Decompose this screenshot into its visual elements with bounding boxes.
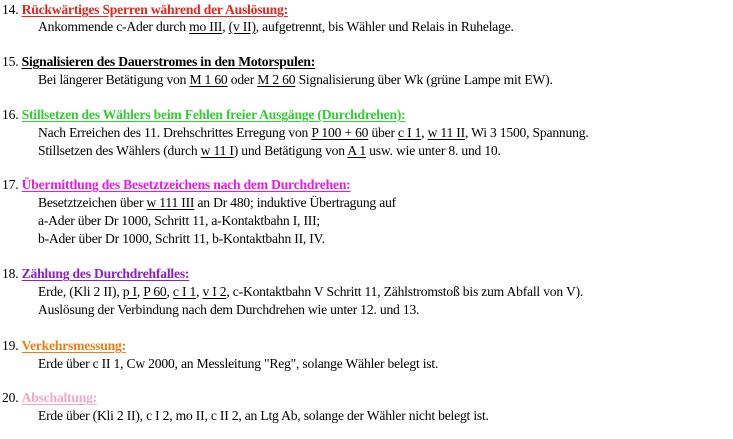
section-number: 19. xyxy=(2,338,19,353)
section-title: Übermittlung des Besetztzeichens nach de… xyxy=(21,177,351,192)
underlined-reference: M 1 60 xyxy=(189,72,228,87)
section-body-line: Besetztzeichen über w 111 III an Dr 480;… xyxy=(38,195,396,211)
underlined-reference: M 2 60 xyxy=(257,72,296,87)
underlined-reference: w 11 II xyxy=(427,125,466,140)
text-run: , xyxy=(421,125,428,140)
section-number: 15. xyxy=(2,54,19,69)
underlined-reference: mo III xyxy=(189,19,223,34)
text-run: Erde über c II 1, Cw 2000, an Messleitun… xyxy=(38,356,439,371)
text-run: über xyxy=(368,125,399,140)
text-run: , c-Kontaktbahn V Schritt 11, Zählstroms… xyxy=(226,284,584,299)
section-heading: 19. Verkehrsmessung: xyxy=(2,338,126,354)
section-heading: 14. Rückwärtiges Sperren während der Aus… xyxy=(2,2,288,18)
text-run: b-Ader über Dr 1000, Schritt 11, b-Konta… xyxy=(38,231,325,246)
text-run: Erde über (Kli 2 II), c I 2, mo II, c II… xyxy=(38,408,489,423)
section-body-line: Erde, (Kli 2 II), p I, P 60, c I 1, v I … xyxy=(38,284,583,300)
text-run: usw. wie unter 8. und 10. xyxy=(365,143,501,158)
section-title: Zählung des Durchdrehfalles: xyxy=(21,266,190,281)
section-title: Abschaltung: xyxy=(21,390,98,405)
section-heading: 20. Abschaltung: xyxy=(2,390,97,406)
underlined-reference: P 60 xyxy=(143,284,167,299)
underlined-reference: w 11 I xyxy=(200,143,234,158)
text-run: Signalisierung über Wk (grüne Lampe mit … xyxy=(295,72,553,87)
text-run: , aufgetrennt, bis Wähler und Relais in … xyxy=(255,19,514,34)
text-run: Erde, (Kli 2 II), xyxy=(38,284,123,299)
underlined-reference: (v II) xyxy=(228,19,256,34)
text-run: Ankommende c-Ader durch xyxy=(38,19,190,34)
text-run: , xyxy=(166,284,173,299)
underlined-reference: p I xyxy=(122,284,137,299)
text-run: , xyxy=(222,19,229,34)
text-run: Bei längerer Betätigung von xyxy=(38,72,190,87)
section-body-line: Auslösung der Verbindung nach dem Durchd… xyxy=(38,302,419,318)
section-title: Verkehrsmessung: xyxy=(21,338,126,353)
section-title: Signalisieren des Dauerstromes in den Mo… xyxy=(21,54,316,69)
section-number: 17. xyxy=(2,177,19,192)
text-run: Auslösung der Verbindung nach dem Durchd… xyxy=(38,302,420,317)
text-run: an Dr 480; induktive Übertragung auf xyxy=(194,195,396,210)
section-heading: 15. Signalisieren des Dauerstromes in de… xyxy=(2,54,315,70)
underlined-reference: c I 1 xyxy=(398,125,422,140)
section-body-line: b-Ader über Dr 1000, Schritt 11, b-Konta… xyxy=(38,231,325,247)
text-run: Besetztzeichen über xyxy=(38,195,147,210)
underlined-reference: v I 2 xyxy=(202,284,227,299)
section-number: 20. xyxy=(2,390,19,405)
section-title: Stillsetzen des Wählers beim Fehlen frei… xyxy=(21,107,406,122)
underlined-reference: A 1 xyxy=(347,143,366,158)
underlined-reference: w 111 III xyxy=(146,195,195,210)
text-run: , Wi 3 1500, Spannung. xyxy=(464,125,589,140)
section-heading: 18. Zählung des Durchdrehfalles: xyxy=(2,266,189,282)
underlined-reference: c I 1 xyxy=(172,284,197,299)
text-run: , xyxy=(136,284,144,299)
text-run: a-Ader über Dr 1000, Schritt 11, a-Konta… xyxy=(38,213,321,228)
text-run: oder xyxy=(227,72,258,87)
section-body-line: Nach Erreichen des 11. Drehschrittes Err… xyxy=(38,125,589,141)
text-run: Stillsetzen des Wählers (durch xyxy=(38,143,201,158)
underlined-reference: P 100 + 60 xyxy=(311,125,369,140)
text-run: ) und Betätigung von xyxy=(233,143,348,158)
text-run: , xyxy=(196,284,203,299)
section-body-line: a-Ader über Dr 1000, Schritt 11, a-Konta… xyxy=(38,213,320,229)
section-title: Rückwärtiges Sperren während der Auslösu… xyxy=(21,2,289,17)
section-body-line: Erde über (Kli 2 II), c I 2, mo II, c II… xyxy=(38,408,489,424)
section-heading: 16. Stillsetzen des Wählers beim Fehlen … xyxy=(2,107,406,123)
section-heading: 17. Übermittlung des Besetztzeichens nac… xyxy=(2,177,351,193)
section-body-line: Stillsetzen des Wählers (durch w 11 I) u… xyxy=(38,143,501,159)
section-body-line: Bei längerer Betätigung von M 1 60 oder … xyxy=(38,72,553,88)
section-number: 18. xyxy=(2,266,19,281)
section-number: 14. xyxy=(2,2,19,17)
section-number: 16. xyxy=(2,107,19,122)
section-body-line: Ankommende c-Ader durch mo III, (v II), … xyxy=(38,19,514,35)
text-run: Nach Erreichen des 11. Drehschrittes Err… xyxy=(38,125,312,140)
section-body-line: Erde über c II 1, Cw 2000, an Messleitun… xyxy=(38,356,438,372)
